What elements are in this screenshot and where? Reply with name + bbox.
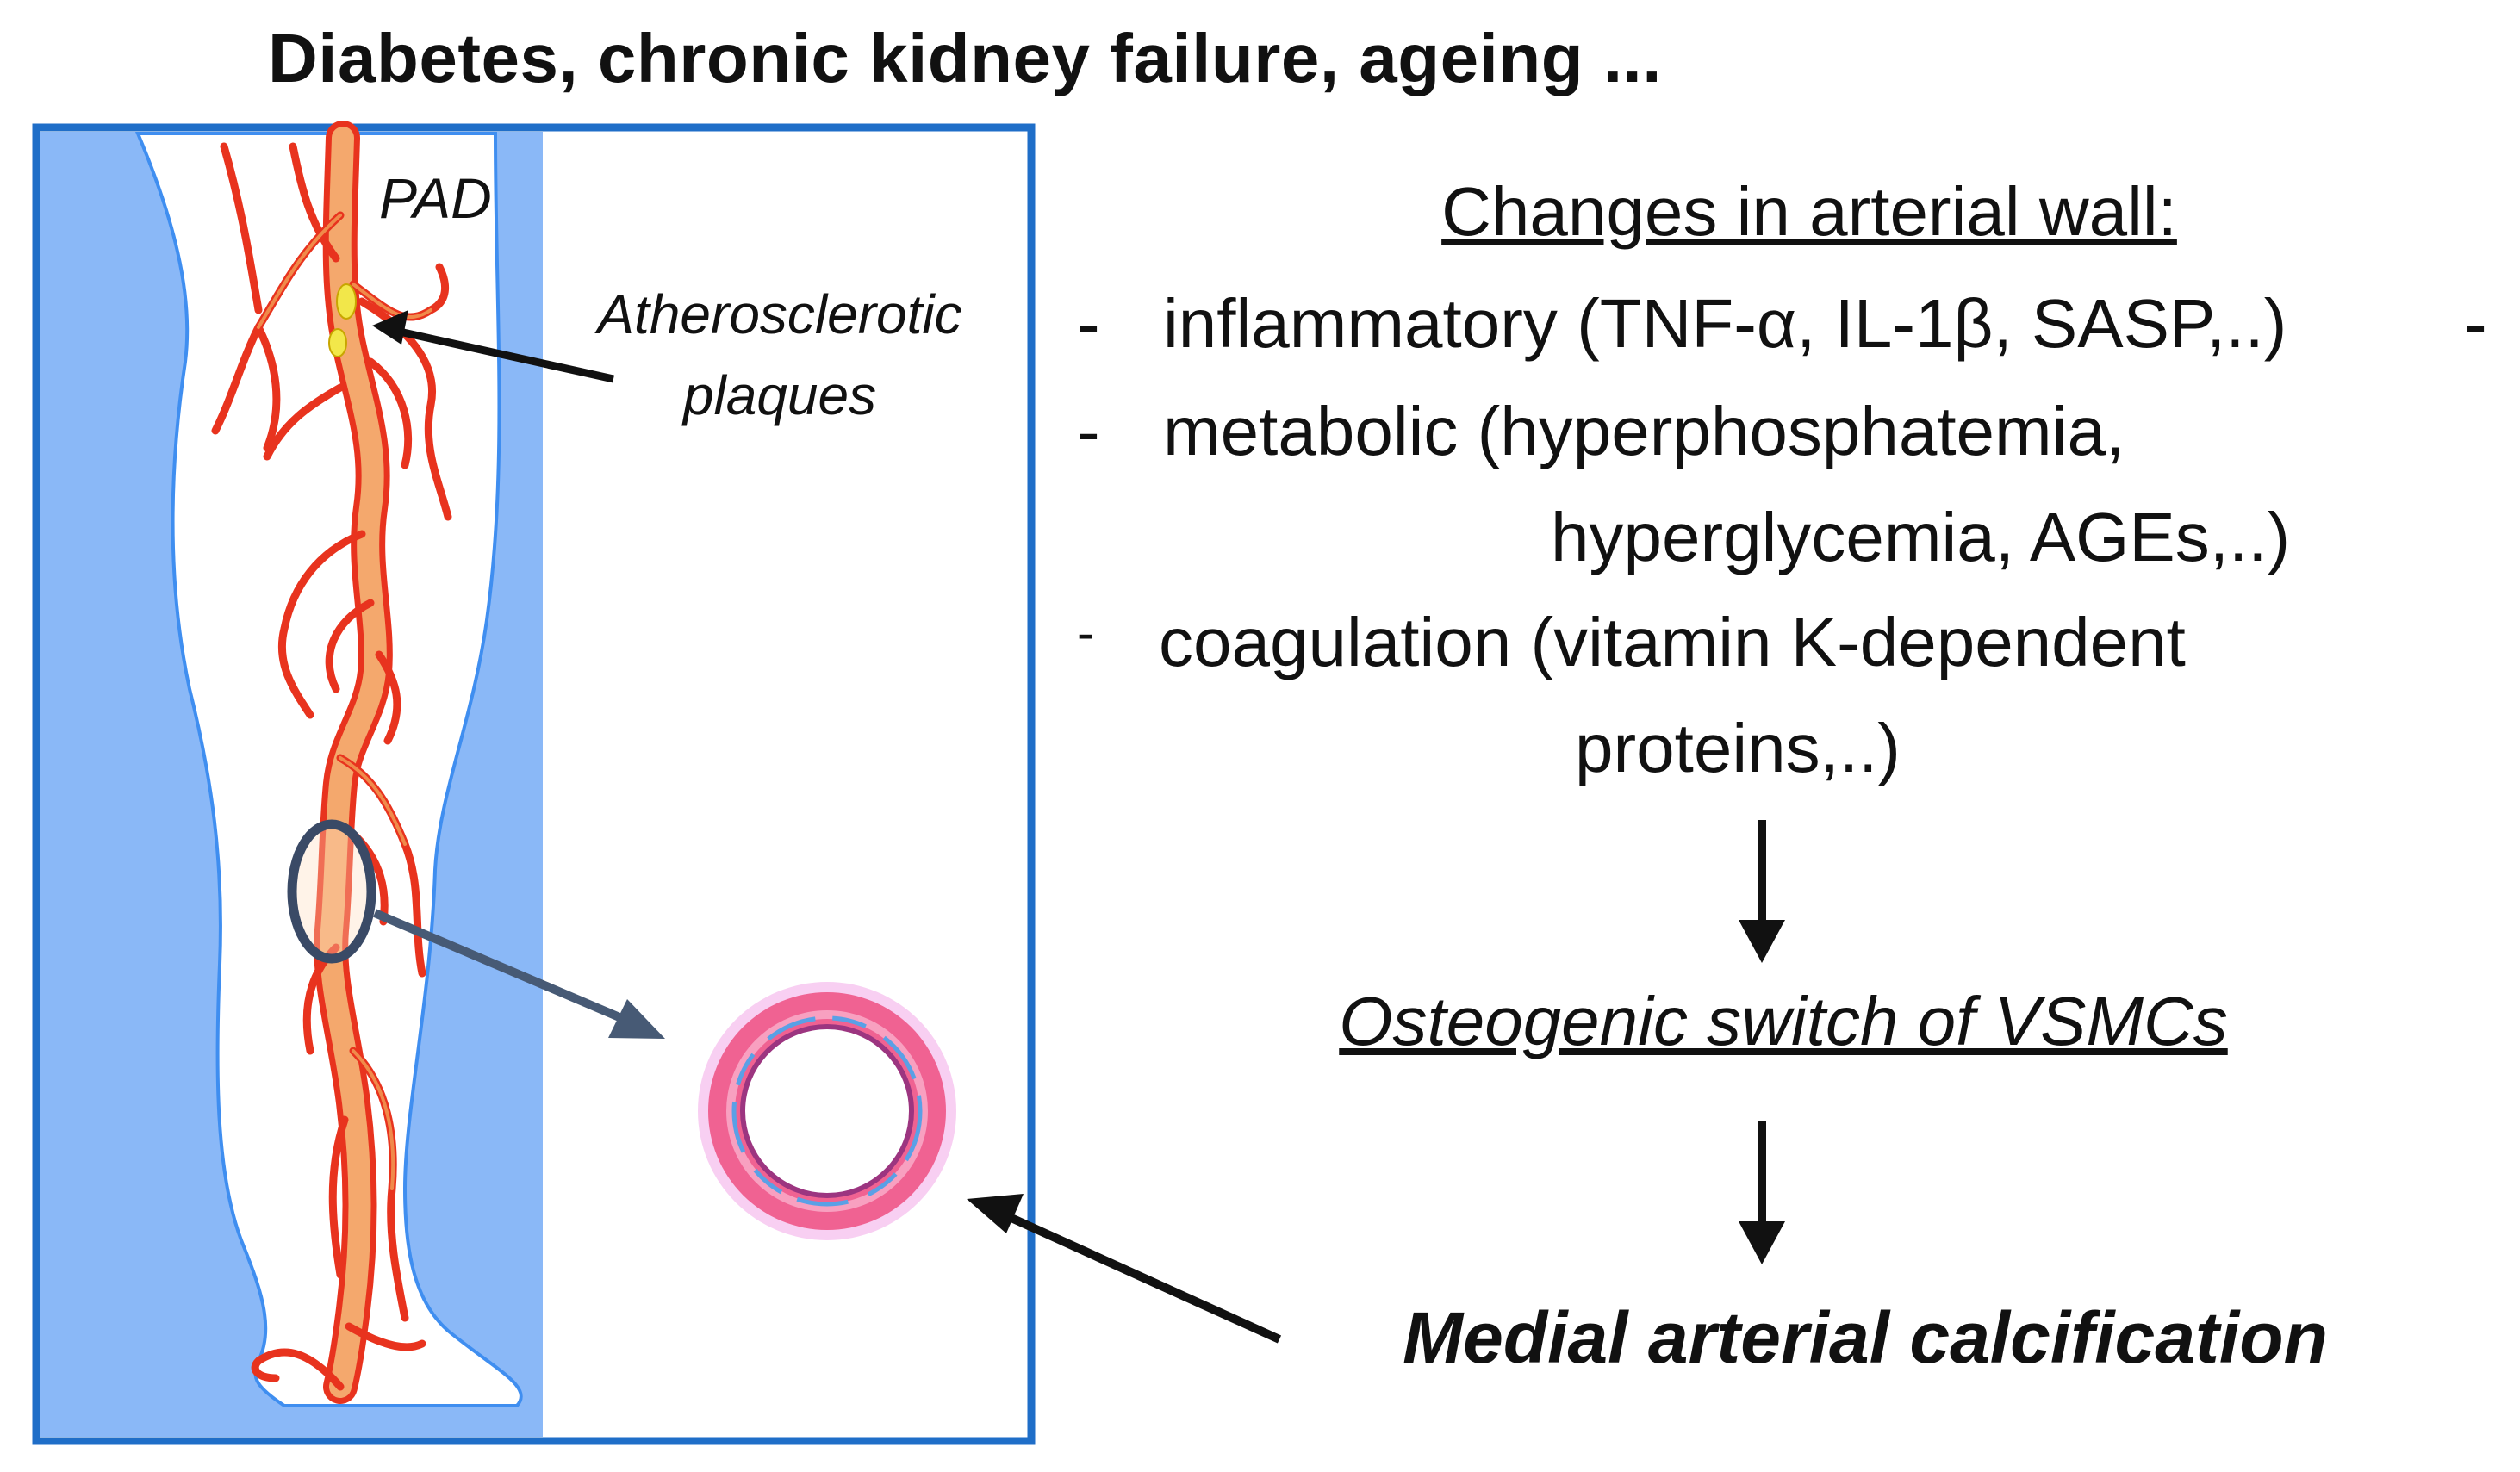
main-artery-lumen (320, 127, 387, 1398)
plaque-label-line2: plaques (682, 364, 877, 426)
plaque-2 (328, 328, 347, 357)
branch-highlights (257, 214, 432, 1190)
highlight-ellipse (287, 819, 376, 964)
arrow-medial-to-ring-shaft (1001, 1210, 1282, 1344)
medial-calcification-text: Medial arterial calcification (1403, 1297, 2328, 1378)
plaque-label: Atherosclerotic plaques (547, 274, 1012, 436)
pad-label: PAD (379, 166, 492, 230)
metabolic-text-line1: metabolic (hyperphosphatemia, (1163, 393, 2125, 469)
coagulation-text-line2: proteins,..) (1575, 710, 1901, 786)
plaque-arrow-shaft (387, 325, 614, 383)
figure-title: Diabetes, chronic kidney failure, ageing… (267, 20, 1662, 96)
bullet-dash-2: - (1077, 393, 1100, 469)
bullet-dash-trailing: - (2464, 285, 2487, 362)
osteogenic-switch-text: Osteogenic switch of VSMCs (1339, 983, 2228, 1059)
metabolic-text-line2: hyperglycemia, AGEs,..) (1551, 499, 2291, 575)
bullet-dash-3: - (1077, 604, 1094, 661)
inflammatory-text: inflammatory (TNF-α, IL-1β, SASP,..) (1163, 285, 2287, 362)
changes-heading: Changes in arterial wall: (1441, 173, 2177, 250)
arrow-medial-to-ring-head (967, 1194, 1024, 1233)
cross-section-media (726, 1010, 928, 1212)
plaque-label-line1: Atherosclerotic (597, 283, 962, 345)
plaque-arrow-head (372, 310, 408, 345)
plaque-1 (336, 283, 357, 320)
arrow-changes-to-osteogenic-head (1739, 920, 1785, 963)
coagulation-text-line1: coagulation (vitamin K-dependent (1159, 604, 2186, 680)
cross-section-lumen (740, 1024, 914, 1198)
arrow-osteogenic-to-medial-head (1739, 1221, 1785, 1264)
bullet-dash-1: - (1077, 285, 1100, 362)
zoom-arrow-shaft (373, 909, 639, 1029)
cross-section-calcification (731, 1015, 923, 1207)
zoom-arrow-head (608, 999, 665, 1039)
